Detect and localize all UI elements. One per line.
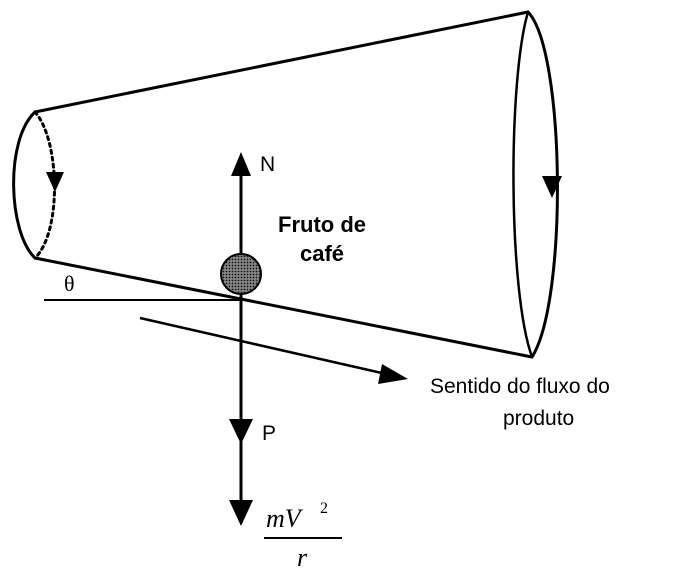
centrifugal-formula: mV 2 r [264, 500, 342, 572]
flow-direction-line [139, 316, 387, 376]
fruit-label-line2: café [300, 241, 344, 266]
formula-denominator: r [297, 543, 308, 572]
cone [12, 10, 559, 359]
fruit-label-line1: Fruto de [278, 212, 366, 237]
centrifugal-force-arrow-icon [229, 500, 253, 526]
normal-force-arrow-icon [231, 152, 251, 176]
normal-force-label: N [260, 153, 275, 176]
rotation-arrow-large-icon [542, 176, 562, 198]
flow-label-line1: Sentido do fluxo do [430, 375, 610, 398]
formula-numerator: mV [266, 504, 304, 533]
coffee-fruit [220, 253, 262, 295]
angle-label: θ [64, 271, 75, 296]
cone-small-end-front [12, 110, 37, 260]
cone-small-end-back [33, 110, 56, 260]
flow-label-line2: produto [503, 407, 574, 430]
cone-large-end-back [512, 10, 534, 359]
rotation-arrow-small-icon [46, 172, 64, 192]
cone-top-edge [33, 10, 530, 114]
flow-direction-arrow-icon [378, 364, 408, 384]
formula-exponent: 2 [320, 500, 328, 517]
weight-arrow-icon [229, 419, 253, 444]
cone-bottom-edge [33, 256, 534, 359]
weight-label: P [262, 422, 276, 445]
